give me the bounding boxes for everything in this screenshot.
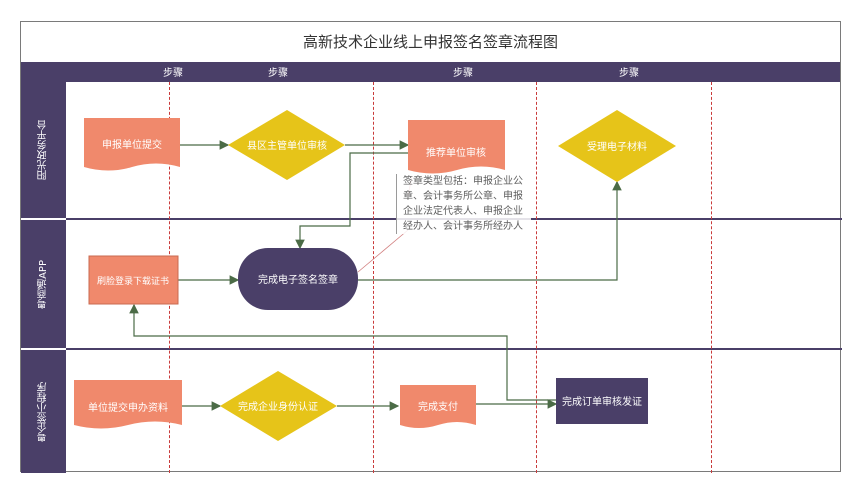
process-box <box>556 378 648 424</box>
lane-header-yueshangtong-app: 粤商通APP <box>21 220 66 348</box>
node-label-county-review: 县区主管单位审核 <box>247 139 327 152</box>
lane-header-sunshine-platform: 阳光政务平台 <box>21 82 66 218</box>
note-leader-line <box>357 229 409 273</box>
terminal-shape <box>238 248 358 310</box>
lane-divider <box>66 348 842 350</box>
node-label-payment: 完成支付 <box>418 400 458 413</box>
connector-order-to-face <box>129 303 556 401</box>
step-divider <box>373 82 374 473</box>
node-label-unit-materials: 单位提交申办资料 <box>88 401 168 414</box>
step-header-bar: 步骤 步骤 步骤 步骤 <box>21 62 840 82</box>
node-label-order-review: 完成订单审核发证 <box>562 395 642 408</box>
node-label-esign: 完成电子签名签章 <box>258 273 338 286</box>
diagram-title: 高新技术企业线上申报签名签章流程图 <box>302 33 558 51</box>
node-label-identity-auth: 完成企业身份认证 <box>238 400 318 413</box>
decision-diamond <box>220 371 337 441</box>
step-label: 步骤 <box>453 68 473 79</box>
lane-header-yueqiqian-miniprogram: 粤企签小程序 <box>21 350 66 473</box>
step-label: 步骤 <box>163 68 183 79</box>
document-shape <box>74 380 182 429</box>
step-divider <box>536 82 537 473</box>
node-label-face-login: 刷脸登录下载证书 <box>97 275 169 287</box>
step-label: 步骤 <box>619 68 639 79</box>
node-label-accept-materials: 受理电子材料 <box>587 140 647 153</box>
document-shape <box>400 385 476 428</box>
connector-recommend-to-esign <box>295 152 408 250</box>
node-label-recommend-review: 推荐单位审核 <box>426 146 486 159</box>
annotation-note: 签章类型包括：申报企业公章、会计事务所公章、申报企业法定代表人、申报企业经办人、… <box>396 174 531 234</box>
step-label: 步骤 <box>268 68 288 79</box>
document-shape <box>84 118 180 171</box>
decision-diamond <box>228 110 345 180</box>
document-shape <box>408 120 505 174</box>
process-box <box>88 255 179 305</box>
connector-esign-to-accept <box>358 180 622 281</box>
decision-diamond <box>558 110 676 182</box>
step-divider <box>711 82 712 473</box>
node-label-submit: 申报单位提交 <box>102 138 162 151</box>
